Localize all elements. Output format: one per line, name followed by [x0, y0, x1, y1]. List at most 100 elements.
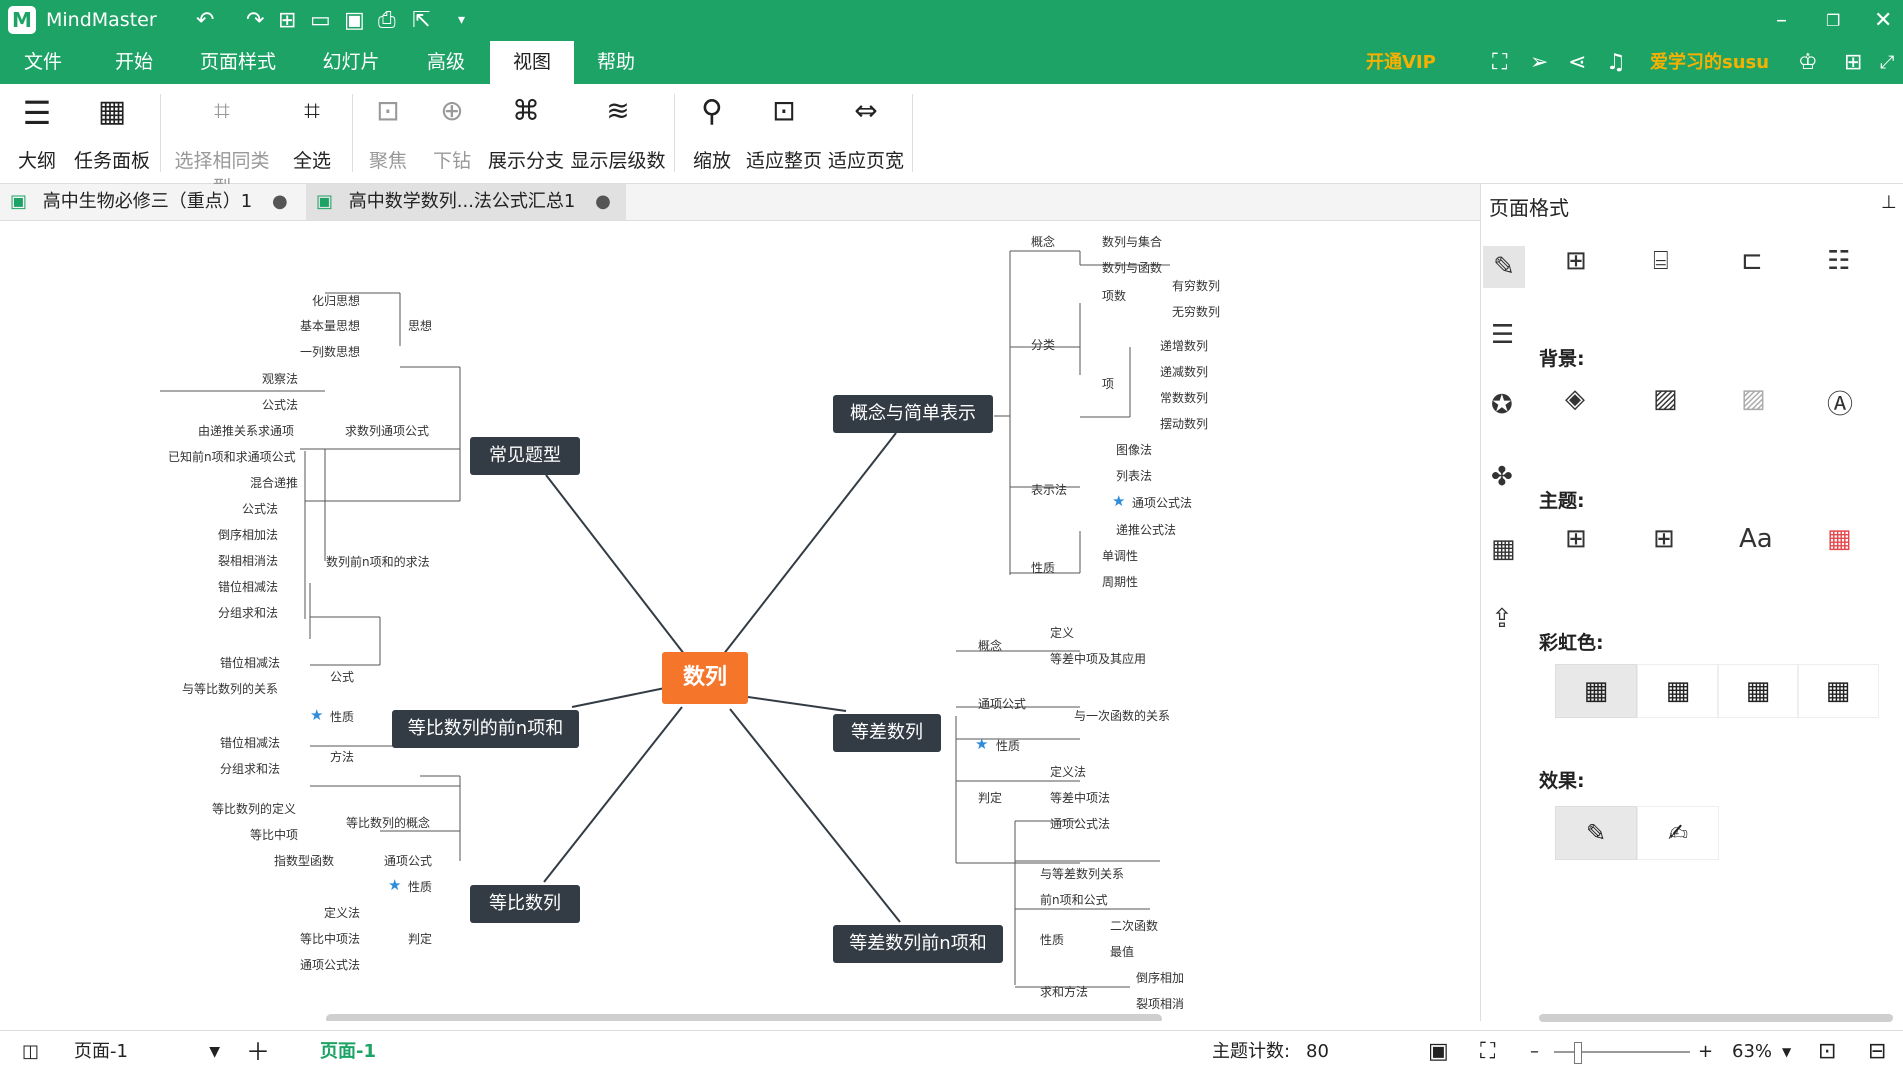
subtopic[interactable]: 等比中项法	[300, 932, 361, 946]
subtopic[interactable]: 项	[1102, 377, 1115, 391]
select-all-button[interactable]: ⌗全选	[286, 84, 338, 183]
rainbow-option-2[interactable]: ▦	[1637, 664, 1719, 718]
fullscreen-icon[interactable]: ⛶	[1492, 50, 1508, 75]
subtopic[interactable]: 列表法	[1116, 469, 1153, 483]
subtopic[interactable]: 思想	[408, 319, 433, 333]
subtopic[interactable]: 概念	[978, 639, 1003, 653]
rainbow-option-1[interactable]: ▦	[1555, 664, 1637, 718]
subtopic[interactable]: 性质	[408, 880, 433, 894]
subtopic[interactable]: 化归思想	[312, 294, 361, 308]
subtopic[interactable]: 判定	[978, 791, 1003, 805]
undo-icon[interactable]: ↶	[196, 8, 215, 33]
fit-icon[interactable]: ▣	[1428, 1039, 1449, 1064]
subtopic[interactable]: 倒序相加	[1136, 971, 1185, 985]
subtopic[interactable]: 性质	[1040, 933, 1065, 947]
subtopic[interactable]: 由递推关系求通项	[198, 424, 295, 438]
panel-toggle-icon[interactable]: ⊟	[1868, 1039, 1887, 1064]
fit-page-button[interactable]: ⊡适应整页	[746, 94, 823, 172]
subtopic[interactable]: 与一次函数的关系	[1074, 709, 1171, 723]
watermark-icon[interactable]: Ⓐ	[1827, 390, 1854, 420]
apps-icon[interactable]: ⊞	[1844, 50, 1863, 75]
subtopic[interactable]: 与等比数列的关系	[182, 682, 279, 696]
subtopic[interactable]: 已知前n项和求通项公式	[168, 450, 296, 464]
export-icon[interactable]: ⇱	[412, 8, 431, 33]
branch-arithmetic[interactable]: 等差数列	[833, 714, 941, 752]
layout-grid-icon[interactable]: ⊞	[1565, 246, 1587, 276]
remove-image-icon[interactable]: ▨	[1741, 384, 1766, 414]
user-name[interactable]: 爱学习的susu	[1650, 52, 1770, 73]
open-folder-icon[interactable]: ▭	[310, 8, 331, 33]
subtopic[interactable]: 分组求和法	[220, 762, 281, 776]
subtopic[interactable]: 指数型函数	[274, 854, 335, 868]
subtopic[interactable]: 等比中项	[250, 828, 299, 842]
menu-view[interactable]: 视图	[490, 41, 574, 84]
subtopic[interactable]: 公式	[330, 670, 355, 684]
subtopic[interactable]: 定义法	[1050, 765, 1087, 779]
subtopic[interactable]: 数列与函数	[1102, 261, 1163, 275]
subtopic[interactable]: 观察法	[262, 372, 299, 386]
rainbow-option-4[interactable]: ▦	[1797, 664, 1879, 718]
close-icon[interactable]: ✕	[1874, 8, 1893, 33]
fill-bucket-icon[interactable]: ◈	[1565, 384, 1585, 414]
send-icon[interactable]: ➢	[1530, 50, 1549, 75]
subtopic[interactable]: 错位相减法	[218, 580, 279, 594]
subtopic[interactable]: 图像法	[1116, 443, 1153, 457]
doc-tab-biology[interactable]: ▣ 高中生物必修三（重点）1 ●	[10, 191, 288, 212]
rainbow-option-3[interactable]: ▦	[1717, 664, 1799, 718]
connector-style-icon[interactable]: ⊏	[1741, 246, 1763, 276]
menu-help[interactable]: 帮助	[596, 51, 635, 73]
subtopic[interactable]: 有穷数列	[1172, 279, 1221, 293]
subtopic[interactable]: 前n项和公式	[1040, 893, 1108, 907]
subtopic[interactable]: 无穷数列	[1172, 305, 1221, 319]
expand-icon[interactable]: ⤢	[1880, 52, 1895, 73]
subtopic[interactable]: 摆动数列	[1160, 417, 1209, 431]
print-icon[interactable]: ⎙	[378, 8, 396, 33]
mindmap-canvas[interactable]: 数列 概念与简单表示 等差数列 等差数列前n项和 常见题型 等比数列的前n项和 …	[0, 221, 1466, 1021]
subtopic[interactable]: 分组求和法	[218, 606, 279, 620]
subtopic[interactable]: 公式法	[242, 502, 279, 516]
doc-tab-math[interactable]: ▣ 高中数学数列...法公式汇总1 ●	[306, 184, 626, 220]
menu-start[interactable]: 开始	[114, 51, 153, 73]
subtopic[interactable]: 错位相减法	[220, 656, 281, 670]
new-file-icon[interactable]: ⊞	[278, 8, 297, 33]
fit-window-icon[interactable]: ⊡	[1818, 1039, 1837, 1064]
layout-tree-icon[interactable]: ⌸	[1653, 246, 1669, 276]
subtopic[interactable]: 定义法	[324, 906, 361, 920]
show-levels-button[interactable]: ≋显示层级数	[570, 94, 666, 172]
subtopic[interactable]: 通项公式	[978, 697, 1027, 711]
subtopic[interactable]: 等比数列的定义	[212, 802, 297, 816]
menu-advanced[interactable]: 高级	[426, 51, 465, 73]
subtopic[interactable]: 倒序相加法	[218, 528, 279, 542]
subtopic[interactable]: 性质	[1031, 561, 1056, 575]
vip-button[interactable]: 开通VIP	[1366, 52, 1436, 73]
fullscreen-icon[interactable]: ⛶	[1480, 1039, 1496, 1064]
customize-icon[interactable]: ▾	[458, 12, 466, 28]
subtopic[interactable]: 通项公式法	[1050, 817, 1111, 831]
focus-button[interactable]: ⊡聚焦	[362, 84, 414, 183]
subtopic[interactable]: 递推公式法	[1116, 523, 1177, 537]
page-tab[interactable]: 页面-1	[320, 1041, 376, 1062]
subtopic[interactable]: 性质	[330, 710, 355, 724]
center-topic[interactable]: 数列	[662, 652, 748, 704]
subtopic[interactable]: 通项公式法	[1132, 496, 1193, 510]
add-page-icon[interactable]: ＋	[246, 1038, 270, 1066]
fit-width-button[interactable]: ⇔适应页宽	[828, 94, 905, 172]
save-icon[interactable]: ▣	[344, 8, 365, 33]
subtopic[interactable]: 混合递推	[250, 476, 299, 490]
subtopic[interactable]: 错位相减法	[220, 736, 281, 750]
subtopic[interactable]: 通项公式	[384, 854, 433, 868]
subtopic[interactable]: 单调性	[1102, 549, 1139, 563]
outline-button[interactable]: ☰大纲	[10, 84, 64, 183]
minimize-icon[interactable]: –	[1776, 8, 1787, 33]
chevron-down-icon[interactable]: ▼	[1782, 1045, 1792, 1059]
zoom-in-icon[interactable]: +	[1698, 1041, 1714, 1062]
numbering-icon[interactable]: ☷	[1827, 246, 1851, 276]
subtopic[interactable]: 最值	[1110, 945, 1135, 959]
redo-icon[interactable]: ↷	[246, 8, 265, 33]
zoom-slider-handle[interactable]	[1574, 1042, 1582, 1064]
outline-list-icon[interactable]: ☰	[1491, 320, 1515, 350]
panel-scrollbar[interactable]	[1539, 1014, 1893, 1022]
subtopic[interactable]: 常数数列	[1160, 391, 1209, 405]
font-icon[interactable]: Aa	[1739, 524, 1773, 554]
clover-icon[interactable]: ✤	[1491, 462, 1513, 492]
